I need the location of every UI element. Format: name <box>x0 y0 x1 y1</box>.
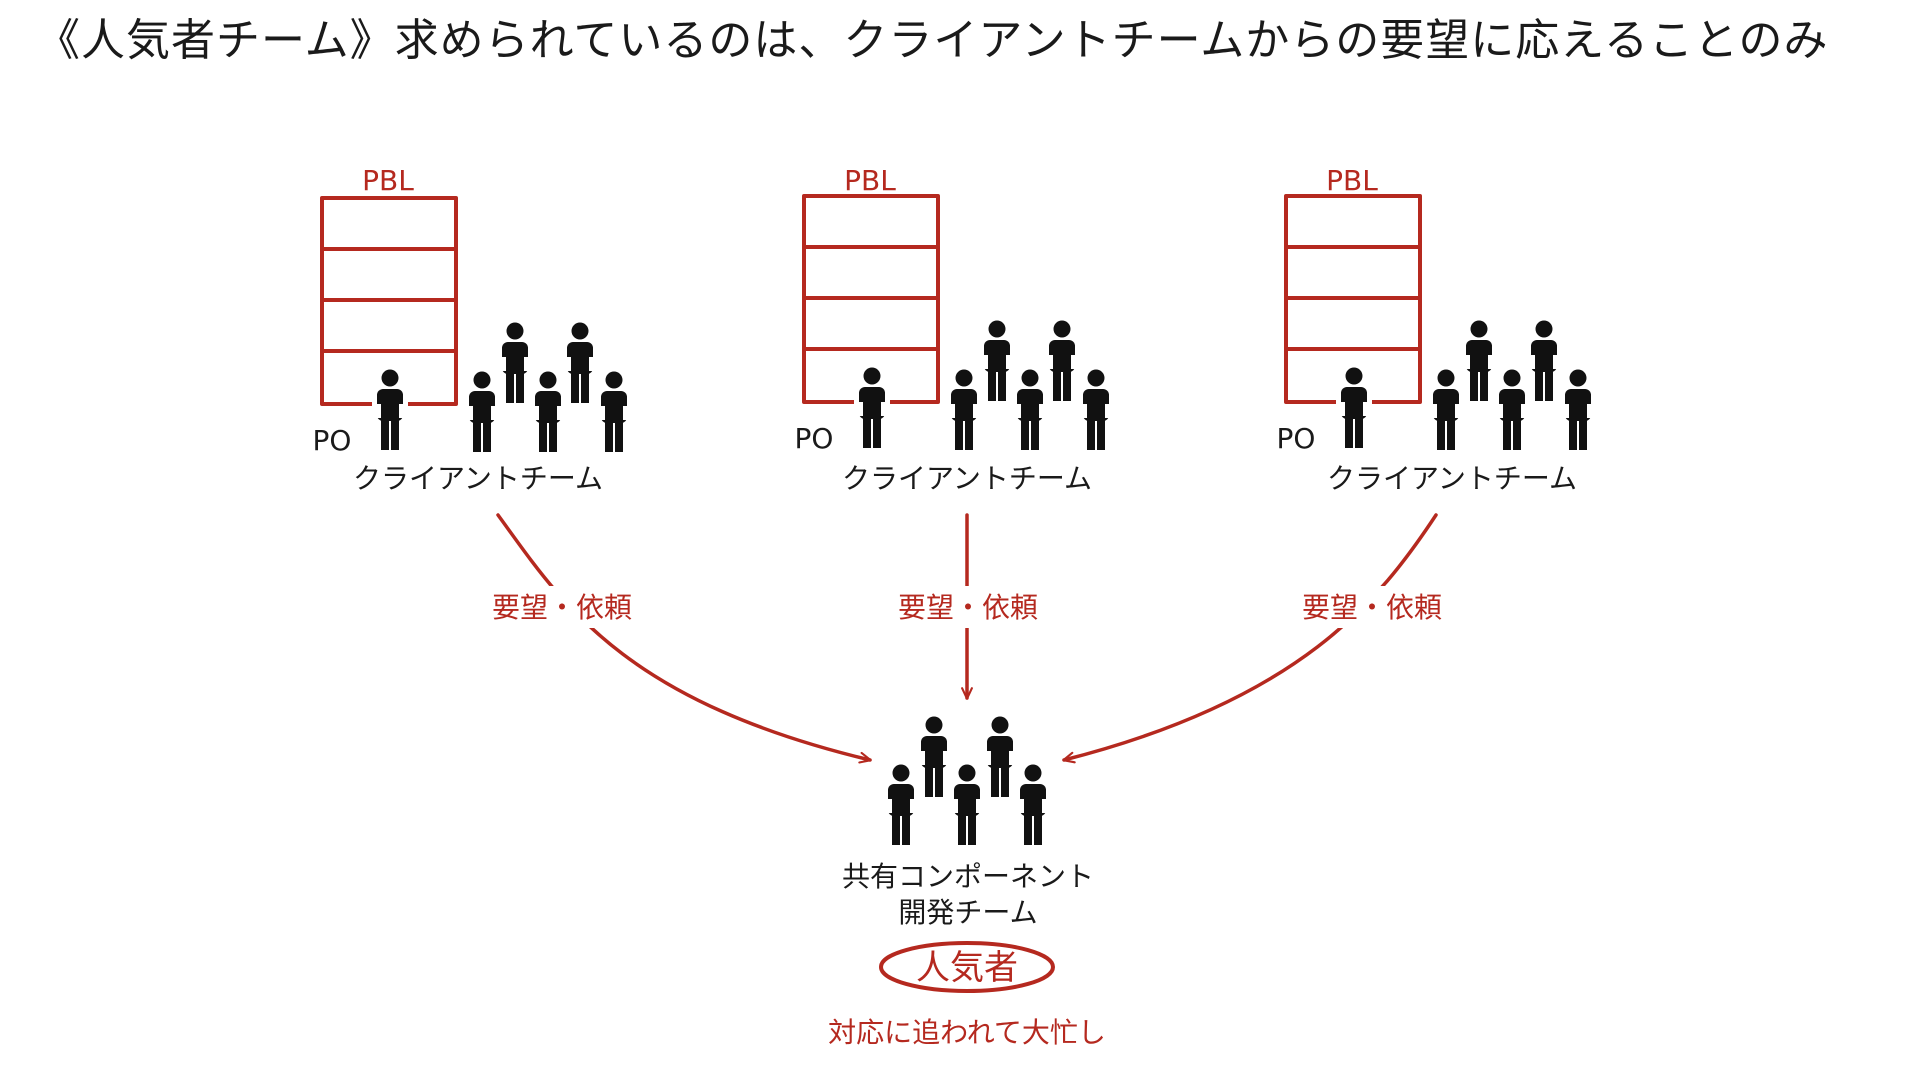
po-label: PO <box>1277 422 1316 455</box>
po-label: PO <box>795 422 834 455</box>
backlog-label: PBL <box>362 164 414 197</box>
client-team-members-icon <box>951 320 1109 450</box>
product-backlog-stack <box>802 194 940 404</box>
client-team-2: PBL PO クライアントチーム <box>795 164 1109 495</box>
client-team-3: PBL PO クライアントチーム <box>1277 164 1591 495</box>
product-backlog-stack <box>320 196 458 406</box>
busy-status-text: 対応に追われて大忙し <box>828 1016 1106 1049</box>
slide-title: 《人気者チーム》求められているのは、クライアントチームからの要望に応えることのみ <box>36 15 1829 66</box>
product-backlog-stack <box>1284 194 1422 404</box>
client-team-label: クライアントチーム <box>1327 462 1577 495</box>
shared-team-members-icon <box>888 716 1046 845</box>
request-arrow-left <box>496 513 872 764</box>
backlog-label: PBL <box>844 164 896 197</box>
client-team-1: PBL PO クライアントチーム <box>313 164 627 495</box>
popular-badge-circle <box>879 941 1055 993</box>
request-label-left: 要望・依頼 <box>492 591 632 624</box>
client-team-members-icon <box>469 322 627 452</box>
shared-team-name-line2: 開発チーム <box>898 896 1037 929</box>
po-label: PO <box>313 424 352 457</box>
client-team-members-icon <box>1433 320 1591 450</box>
popular-badge: 人気者 <box>916 948 1018 988</box>
request-label-center: 要望・依頼 <box>898 591 1038 624</box>
shared-team-name-line1: 共有コンポーネント <box>842 860 1094 893</box>
client-team-label: クライアントチーム <box>353 462 603 495</box>
request-arrow-right <box>1062 513 1438 764</box>
request-arrows <box>496 513 1438 764</box>
client-team-label: クライアントチーム <box>842 462 1092 495</box>
request-label-right: 要望・依頼 <box>1302 591 1442 624</box>
backlog-label: PBL <box>1326 164 1378 197</box>
